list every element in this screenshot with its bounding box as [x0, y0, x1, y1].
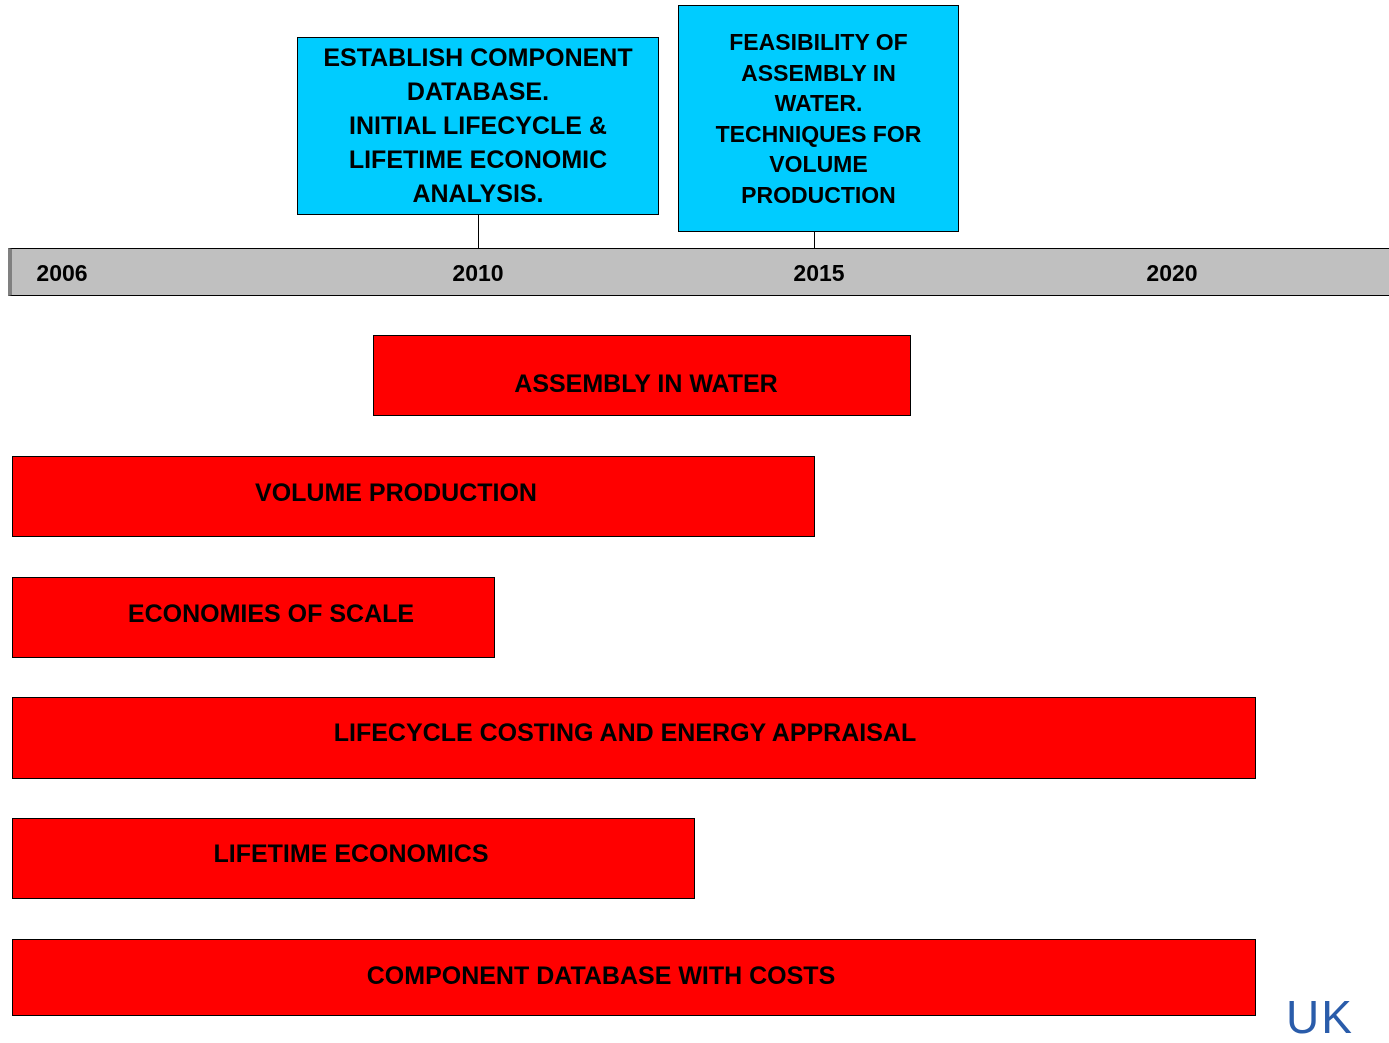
- task-label-volume-production: VOLUME PRODUCTION: [255, 479, 537, 507]
- task-bar-component-database: [12, 939, 1256, 1016]
- task-bar-lifecycle-costing: [12, 697, 1256, 779]
- task-label-economies-of-scale: ECONOMIES OF SCALE: [127, 600, 415, 628]
- task-bar-volume-production: [12, 456, 815, 537]
- organization-logo: UK: [1286, 991, 1354, 1043]
- milestone-box-2015: FEASIBILITY OF ASSEMBLY IN WATER. TECHNI…: [678, 5, 959, 232]
- timeline-year-2015: 2015: [793, 260, 845, 286]
- task-label-component-database: COMPONENT DATABASE WITH COSTS: [366, 962, 836, 990]
- milestone-box-2010: ESTABLISH COMPONENT DATABASE. INITIAL LI…: [297, 37, 659, 215]
- task-label-lifetime-economics: LIFETIME ECONOMICS: [213, 840, 489, 868]
- task-label-assembly-in-water: ASSEMBLY IN WATER: [514, 370, 778, 398]
- task-bar-lifetime-economics: [12, 818, 695, 899]
- timeline-axis: [8, 248, 1389, 296]
- task-label-lifecycle-costing: LIFECYCLE COSTING AND ENERGY APPRAISAL: [333, 719, 917, 747]
- task-bar-assembly-in-water: [373, 335, 911, 416]
- timeline-year-2020: 2020: [1146, 260, 1198, 286]
- milestone-connector-2015: [814, 232, 815, 249]
- milestone-connector-2010: [478, 215, 479, 249]
- task-bar-economies-of-scale: [12, 577, 495, 658]
- timeline-year-2006: 2006: [36, 260, 88, 286]
- timeline-year-2010: 2010: [452, 260, 504, 286]
